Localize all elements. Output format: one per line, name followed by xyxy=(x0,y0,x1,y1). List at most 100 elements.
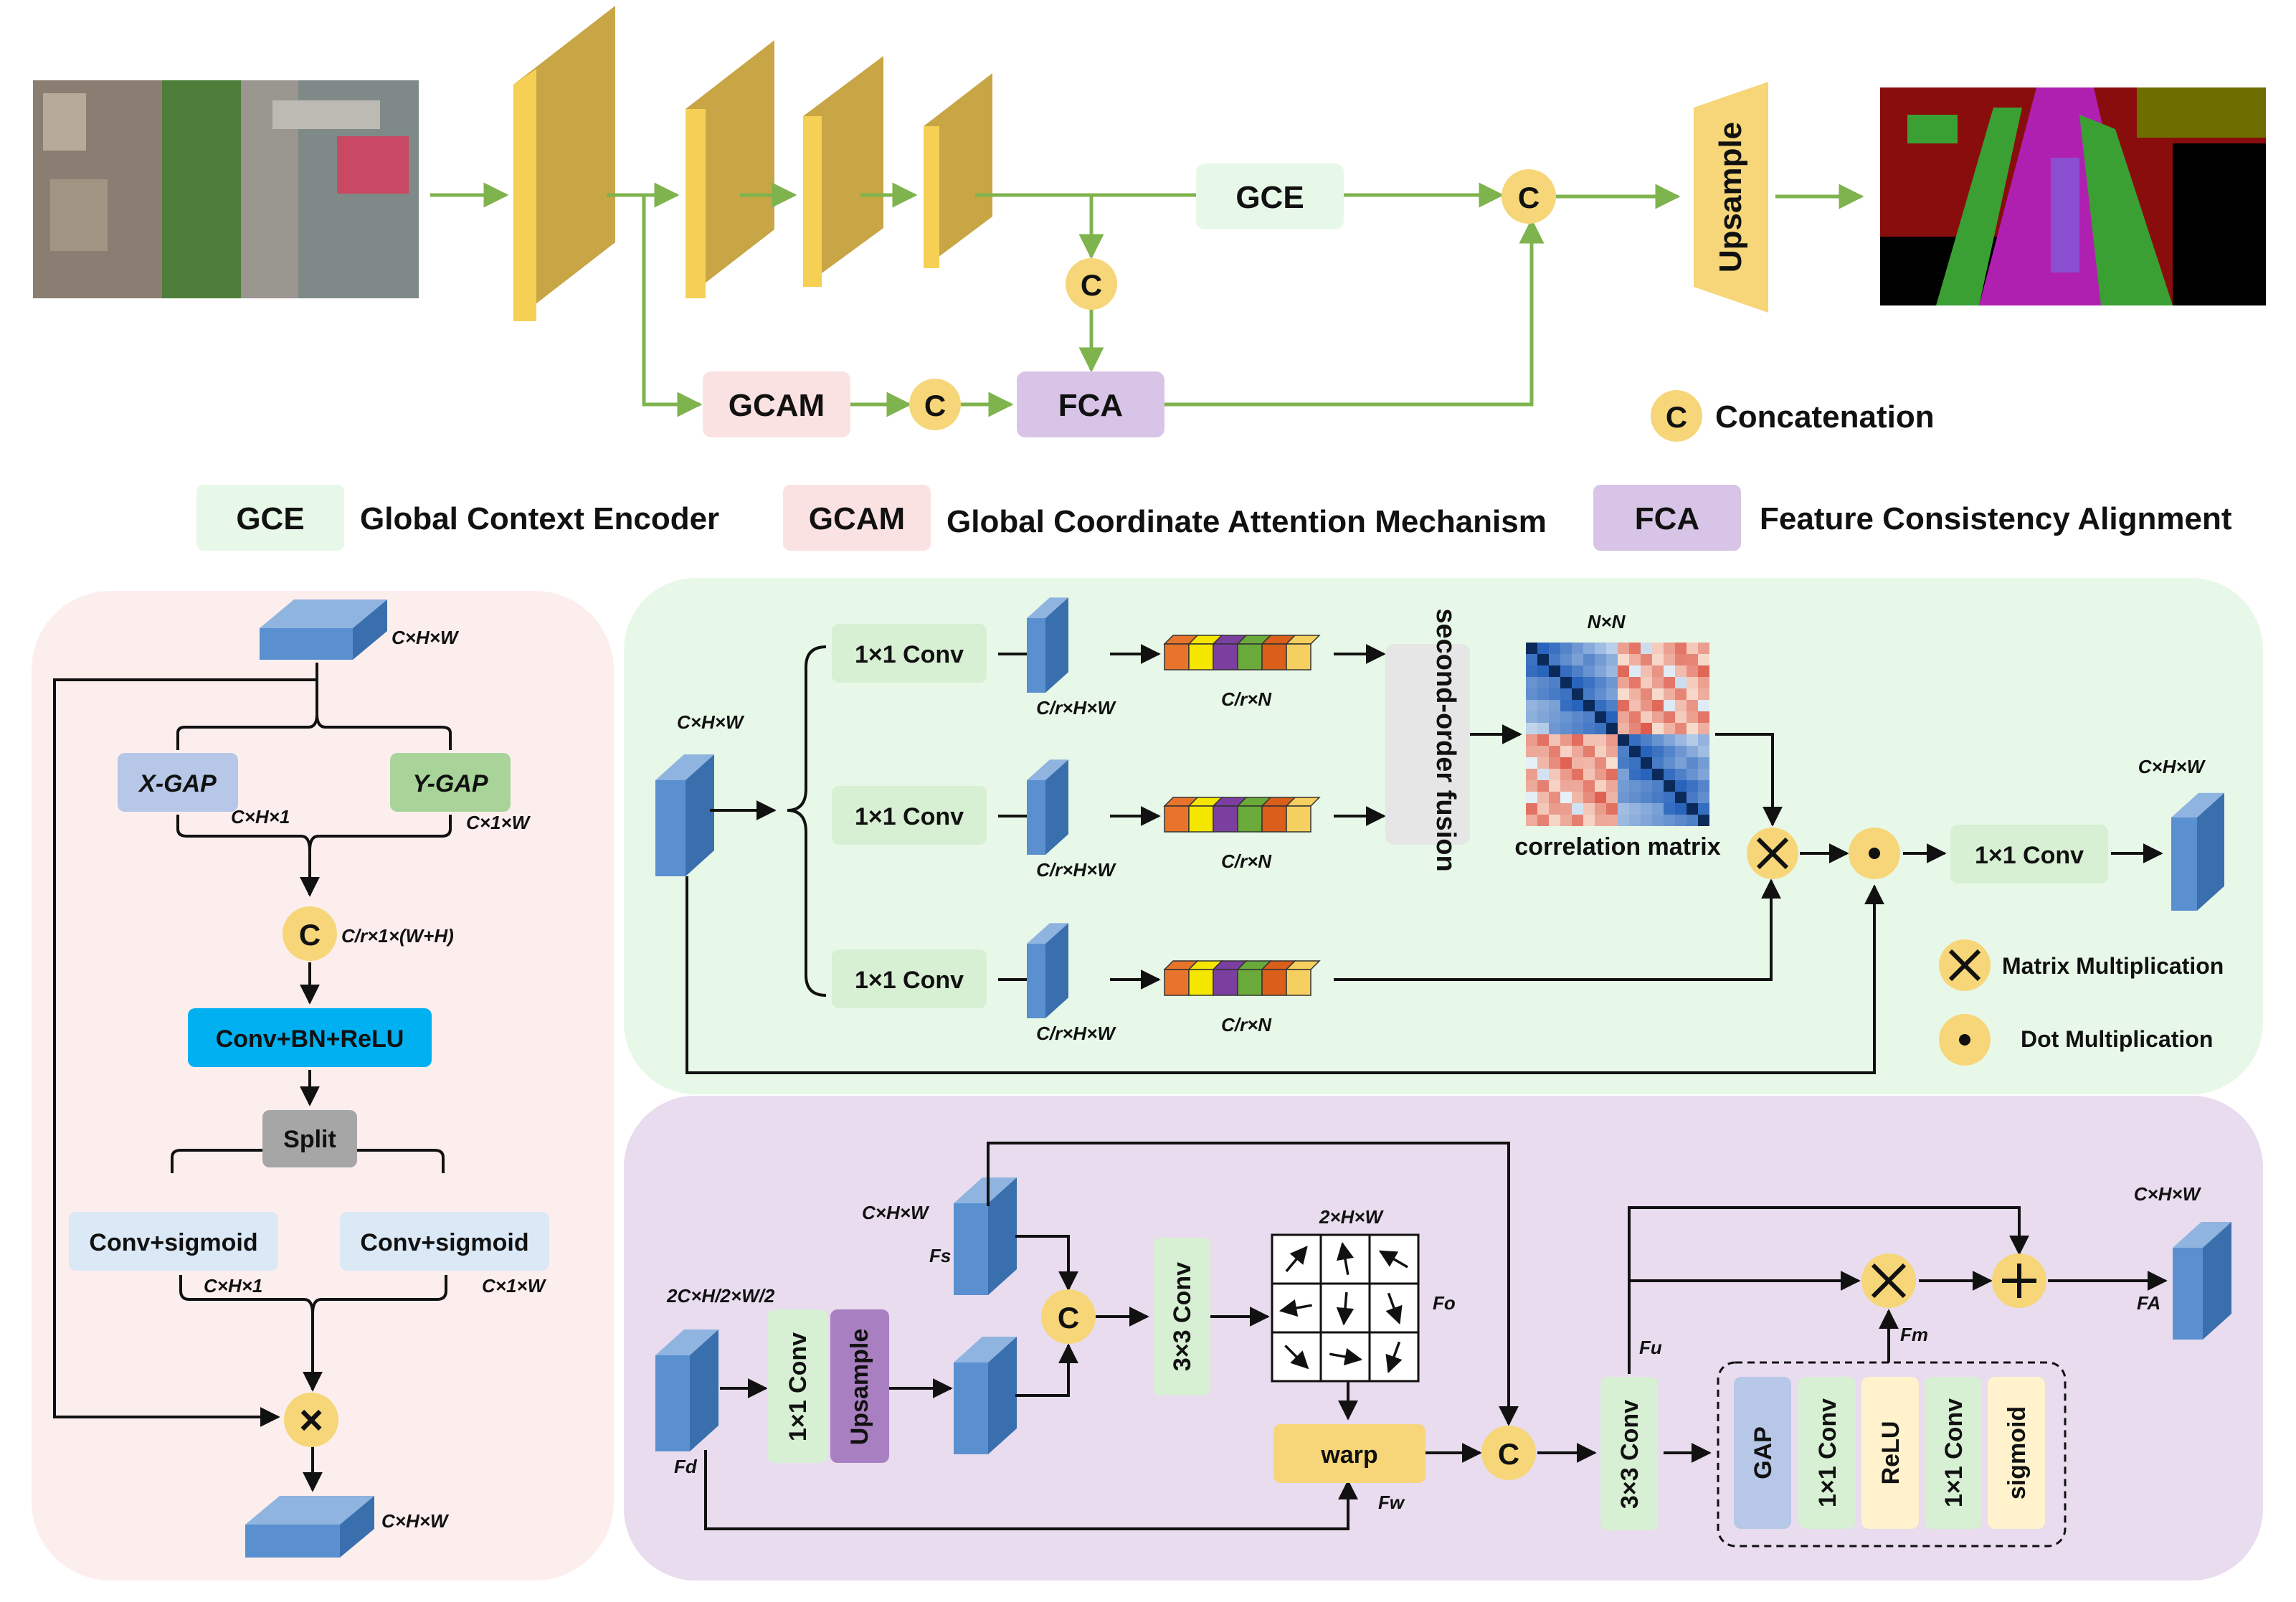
flow-dim: 2×H×W xyxy=(1319,1206,1385,1228)
legend-gce-box xyxy=(196,485,344,551)
matrix-cell xyxy=(1572,700,1583,711)
matrix-cell xyxy=(1652,803,1664,815)
matrix-cell xyxy=(1583,769,1595,780)
vector-cell xyxy=(1237,643,1263,670)
legend-matmul-icon xyxy=(1948,949,1981,982)
matrix-cell xyxy=(1675,665,1687,677)
matrix-cell xyxy=(1606,654,1618,665)
matrix-cell xyxy=(1675,723,1687,734)
legend-fca-box xyxy=(1593,485,1741,551)
matrix-cell xyxy=(1698,665,1709,677)
matrix-cell xyxy=(1583,815,1595,826)
matrix-cell xyxy=(1549,792,1560,803)
gcam-box xyxy=(703,371,850,437)
fca-conv1-box xyxy=(767,1309,827,1463)
matrix-cell xyxy=(1537,815,1549,826)
matrix-cell xyxy=(1641,792,1652,803)
vector-cell xyxy=(1261,805,1287,833)
matrix-cell xyxy=(1664,734,1675,746)
split-label: Split xyxy=(283,1126,336,1153)
fca-concat-circle-2 xyxy=(1481,1426,1536,1480)
matrix-cell xyxy=(1629,792,1641,803)
matrix-cell xyxy=(1675,803,1687,815)
concat-legend-circle xyxy=(1651,390,1702,442)
matrix-cell xyxy=(1526,769,1537,780)
matrix-cell xyxy=(1629,780,1641,792)
vector-cell xyxy=(1164,805,1190,833)
matrix-cell xyxy=(1549,815,1560,826)
fm-label: Fm xyxy=(1900,1324,1928,1345)
matrix-cell xyxy=(1560,746,1572,757)
flow-arrow-icon xyxy=(1336,1291,1355,1326)
matrix-cell xyxy=(1618,757,1629,769)
matrix-cell xyxy=(1687,780,1698,792)
matrix-cell xyxy=(1652,665,1664,677)
vector-cell xyxy=(1286,643,1311,670)
matrix-cell xyxy=(1572,688,1583,700)
gce-vector-dim-1: C/r×N xyxy=(1221,688,1272,710)
matrix-cell xyxy=(1618,815,1629,826)
matrix-cell xyxy=(1641,654,1652,665)
ca-conv1-label: 1×1 Conv xyxy=(1814,1398,1841,1507)
matrix-cell xyxy=(1606,665,1618,677)
matrix-cell xyxy=(1687,757,1698,769)
gce-conv-label-3: 1×1 Conv xyxy=(855,967,964,994)
matrix-cell xyxy=(1526,803,1537,815)
gce-conv-label-1: 1×1 Conv xyxy=(855,641,964,668)
matrix-cell xyxy=(1526,643,1537,654)
legend-gcam-box xyxy=(783,485,931,551)
gap-label: GAP xyxy=(1750,1426,1777,1479)
matrix-cell xyxy=(1664,700,1675,711)
matrix-cell xyxy=(1698,792,1709,803)
matrix-cell xyxy=(1629,677,1641,688)
matrix-cell xyxy=(1687,723,1698,734)
matrix-cell xyxy=(1664,665,1675,677)
matrix-cell xyxy=(1606,780,1618,792)
ca-conv2-label: 1×1 Conv xyxy=(1940,1398,1968,1507)
fca-tensors xyxy=(655,1177,2231,1454)
matrix-cell xyxy=(1652,792,1664,803)
matrix-cell xyxy=(1675,792,1687,803)
matrix-cell xyxy=(1675,769,1687,780)
matrix-cell xyxy=(1698,746,1709,757)
input-image xyxy=(33,80,419,298)
matrix-cell xyxy=(1595,665,1606,677)
warp-label: warp xyxy=(1320,1441,1377,1469)
matrix-cell xyxy=(1618,769,1629,780)
matrix-cell xyxy=(1606,757,1618,769)
matrix-cell xyxy=(1526,700,1537,711)
matrix-cell xyxy=(1595,688,1606,700)
matrix-cell xyxy=(1629,757,1641,769)
matrix-cell xyxy=(1537,769,1549,780)
fca-output-dim: C×H×W xyxy=(2134,1183,2202,1205)
upsampled-tensor xyxy=(954,1337,1017,1454)
matrix-cell xyxy=(1675,688,1687,700)
conv-bn-relu-box xyxy=(188,1008,432,1067)
legend-gce-short: GCE xyxy=(236,501,304,536)
conv-sigmoid-right-label: Conv+sigmoid xyxy=(360,1229,528,1256)
fca-conv1-label: 1×1 Conv xyxy=(784,1332,812,1441)
matrix-cell xyxy=(1595,746,1606,757)
ca-conv1-box xyxy=(1798,1377,1856,1529)
matrix-cell xyxy=(1595,654,1606,665)
matrix-cell xyxy=(1560,643,1572,654)
matrix-cell xyxy=(1652,723,1664,734)
matrix-cell xyxy=(1629,654,1641,665)
fca-concat-symbol-2: C xyxy=(1498,1437,1519,1471)
dot-icon xyxy=(1869,848,1880,859)
matrix-cell xyxy=(1664,654,1675,665)
encoder-block-1 xyxy=(513,6,615,321)
matrix-cell xyxy=(1606,700,1618,711)
gce-feature-dim-2: C/r×H×W xyxy=(1036,859,1116,881)
matrix-cell xyxy=(1652,711,1664,723)
legend-gcam-short: GCAM xyxy=(809,501,905,536)
matrix-cell xyxy=(1641,734,1652,746)
gce-conv-label-2: 1×1 Conv xyxy=(855,803,964,830)
matrix-cell xyxy=(1560,723,1572,734)
gce-output-conv-box xyxy=(1950,825,2108,883)
fca-conv3-box xyxy=(1153,1238,1210,1395)
matrix-cell xyxy=(1675,757,1687,769)
matrix-cell xyxy=(1687,746,1698,757)
flow-arrow-icon xyxy=(1378,1250,1408,1269)
concat-circle-mid xyxy=(1066,258,1117,310)
